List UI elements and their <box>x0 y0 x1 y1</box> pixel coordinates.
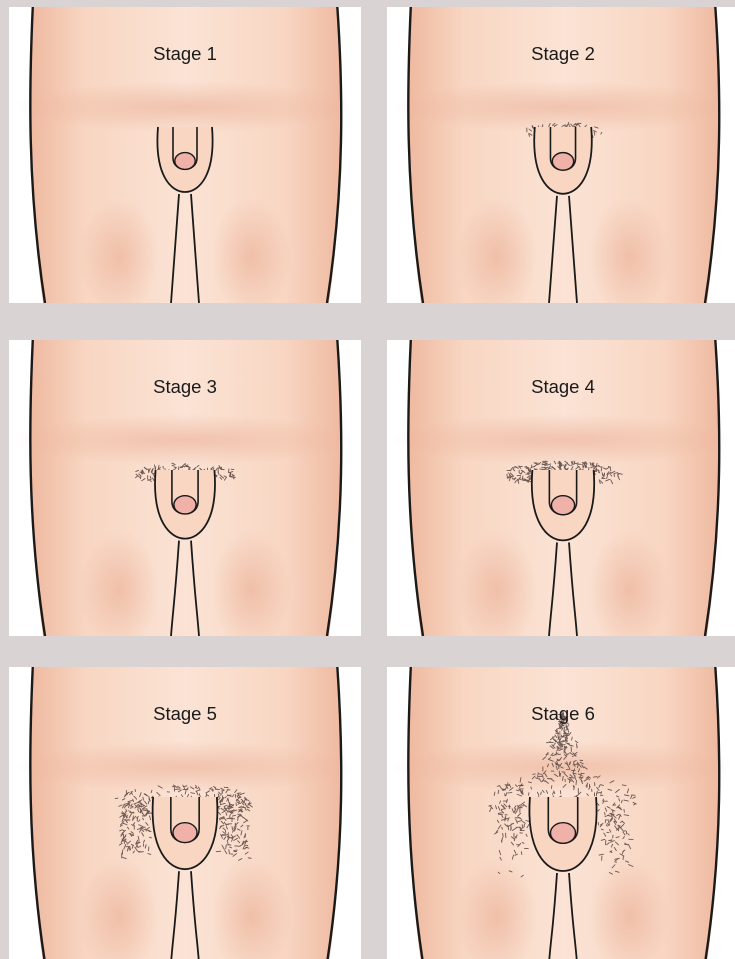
hip-shadow <box>393 81 733 133</box>
stage-5-label: Stage 5 <box>9 703 361 725</box>
stage-4-label: Stage 4 <box>387 376 735 398</box>
glans <box>173 823 197 843</box>
hip-shadow <box>15 414 355 466</box>
stage-2-label: Stage 2 <box>387 43 735 65</box>
glans <box>174 496 196 514</box>
glans <box>552 153 573 171</box>
stage-5-panel: Stage 5 <box>9 667 361 959</box>
glans <box>551 823 576 844</box>
hip-shadow <box>15 741 355 793</box>
stage-1-label: Stage 1 <box>9 43 361 65</box>
stage-3-label: Stage 3 <box>9 376 361 398</box>
glans <box>551 496 574 515</box>
stage-6-panel: Stage 6 <box>387 667 735 959</box>
hip-shadow <box>15 81 355 133</box>
glans <box>175 153 195 170</box>
stage-3-panel: Stage 3 <box>9 340 361 636</box>
hip-shadow <box>393 414 733 466</box>
stage-1-panel: Stage 1 <box>9 7 361 303</box>
stage-2-panel: Stage 2 <box>387 7 735 303</box>
stage-6-label: Stage 6 <box>387 703 735 725</box>
stage-4-panel: Stage 4 <box>387 340 735 636</box>
